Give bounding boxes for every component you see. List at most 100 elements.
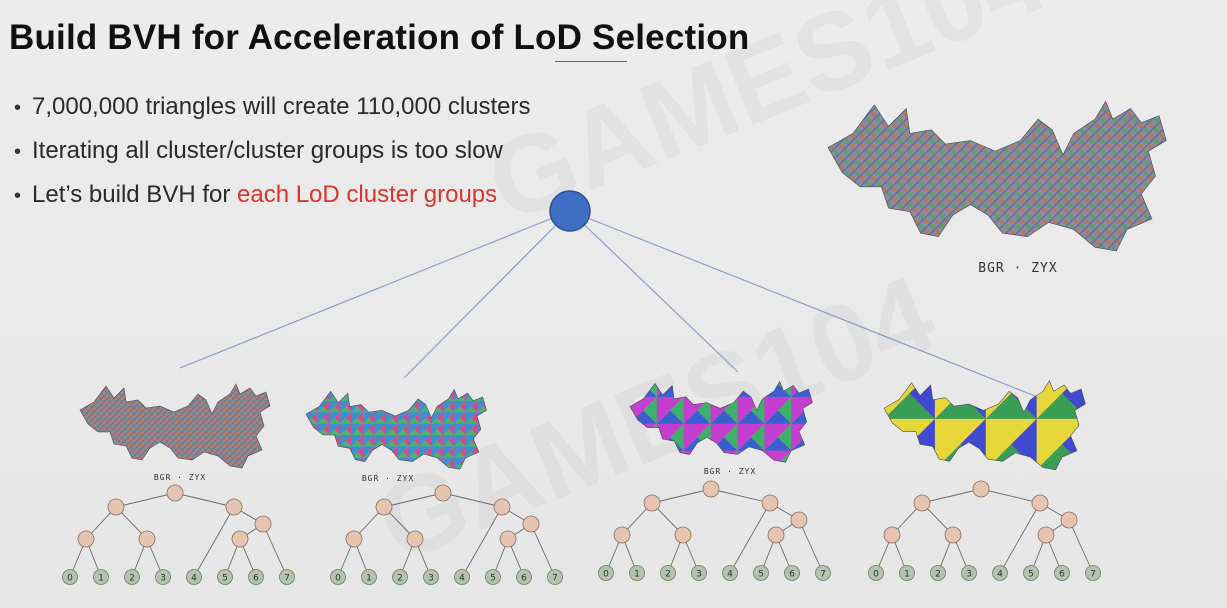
tree-node	[972, 480, 990, 498]
tree-leaf-node	[186, 569, 202, 585]
tree-leaf-label: 2	[397, 574, 403, 584]
tree-node	[702, 480, 720, 498]
tree-leaf-node	[660, 565, 676, 581]
tree-leaf-label: 1	[634, 570, 640, 580]
tree-leaf-label: 4	[459, 574, 465, 584]
tree-leaf-node	[155, 569, 171, 585]
tree-leaf-label: 4	[727, 570, 733, 580]
bvh-edge	[179, 210, 571, 369]
tree-node	[225, 498, 243, 516]
axis-label: BGR · ZYX	[978, 261, 1057, 276]
axis-label: BGR · ZYX	[154, 473, 206, 482]
tree-leaf-label: 7	[552, 574, 558, 584]
tree-leaf-node	[62, 569, 78, 585]
tree-leaf-label: 7	[820, 570, 826, 580]
tree-leaf-node	[629, 565, 645, 581]
slide-title: Build BVH for Acceleration of LoD Select…	[9, 18, 750, 57]
tree-edge	[710, 488, 771, 504]
tree-leaf-node	[361, 569, 377, 585]
tree-edge	[115, 492, 176, 508]
tree-edge	[651, 488, 712, 504]
tree-node	[345, 530, 363, 548]
bullet-item: • 7,000,000 triangles will create 110,000…	[14, 90, 531, 134]
tree-leaf-node	[930, 565, 946, 581]
tree-leaf-label: 3	[696, 570, 702, 580]
tree-leaf-node	[784, 565, 800, 581]
tree-edge	[798, 519, 824, 574]
bullet-highlight: each LoD cluster groups	[237, 181, 498, 208]
tree-node	[1037, 526, 1055, 544]
tree-edge	[980, 488, 1041, 504]
tree-node	[883, 526, 901, 544]
tree-leaf-node	[93, 569, 109, 585]
tree-edge	[383, 492, 444, 508]
tree-node	[913, 494, 931, 512]
tree-leaf-label: 3	[966, 570, 972, 580]
tree-leaf-node	[815, 565, 831, 581]
tree-leaf-node	[899, 565, 915, 581]
tree-leaf-label: 2	[935, 570, 941, 580]
title-underline	[555, 61, 627, 62]
tree-edge	[461, 506, 503, 578]
tree-edge	[1068, 519, 1094, 574]
tree-leaf-node	[423, 569, 439, 585]
tree-leaf-node	[217, 569, 233, 585]
tree-node	[1031, 494, 1049, 512]
tree-leaf-node	[992, 565, 1008, 581]
tree-leaf-node	[454, 569, 470, 585]
bullet-text: Iterating all cluster/cluster groups is …	[32, 137, 503, 164]
tree-leaf-label: 5	[490, 574, 496, 584]
tree-leaf-label: 0	[603, 570, 609, 580]
tree-node	[499, 530, 517, 548]
dragon-lod-2	[629, 381, 813, 463]
tree-node	[138, 530, 156, 548]
tree-leaf-label: 4	[997, 570, 1003, 580]
bullet-icon: •	[14, 185, 22, 207]
tree-node	[613, 526, 631, 544]
bvh-edge	[569, 210, 739, 373]
tree-node	[375, 498, 393, 516]
tree-edge	[921, 488, 982, 504]
axis-label: BGR · ZYX	[362, 474, 414, 483]
tree-leaf-node	[691, 565, 707, 581]
tree-leaf-label: 0	[67, 574, 73, 584]
tree-leaf-node	[961, 565, 977, 581]
tree-edge	[262, 523, 288, 578]
tree-node	[254, 515, 272, 533]
tree-node	[231, 530, 249, 548]
tree-edge	[442, 492, 503, 508]
tree-node	[522, 515, 540, 533]
dragon-lod-3	[883, 380, 1086, 471]
bvh-edge	[569, 210, 1041, 399]
tree-leaf-label: 5	[1028, 570, 1034, 580]
tree-node	[643, 494, 661, 512]
tree-leaf-label: 6	[253, 574, 259, 584]
tree-node	[77, 530, 95, 548]
bullet-icon: •	[14, 141, 22, 163]
tree-leaf-node	[124, 569, 140, 585]
bullet-text: 7,000,000 triangles will create 110,000 …	[32, 93, 531, 120]
bullet-text: Let’s build BVH for	[32, 181, 237, 208]
tree-edge	[174, 492, 235, 508]
tree-leaf-label: 7	[1090, 570, 1096, 580]
tree-leaf-node	[330, 569, 346, 585]
tree-leaf-node	[598, 565, 614, 581]
bullet-icon: •	[14, 97, 22, 119]
tree-node	[944, 526, 962, 544]
tree-leaf-node	[248, 569, 264, 585]
tree-leaf-label: 0	[873, 570, 879, 580]
tree-leaf-label: 1	[98, 574, 104, 584]
tree-leaf-node	[1023, 565, 1039, 581]
tree-leaf-node	[392, 569, 408, 585]
tree-node	[790, 511, 808, 529]
tree-leaf-label: 1	[366, 574, 372, 584]
tree-leaf-node	[1054, 565, 1070, 581]
tree-node	[434, 484, 452, 502]
bullet-item: • Let’s build BVH for each LoD cluster gr…	[14, 178, 531, 222]
tree-leaf-node	[485, 569, 501, 585]
tree-leaf-label: 6	[521, 574, 527, 584]
tree-node	[1060, 511, 1078, 529]
tree-node	[166, 484, 184, 502]
